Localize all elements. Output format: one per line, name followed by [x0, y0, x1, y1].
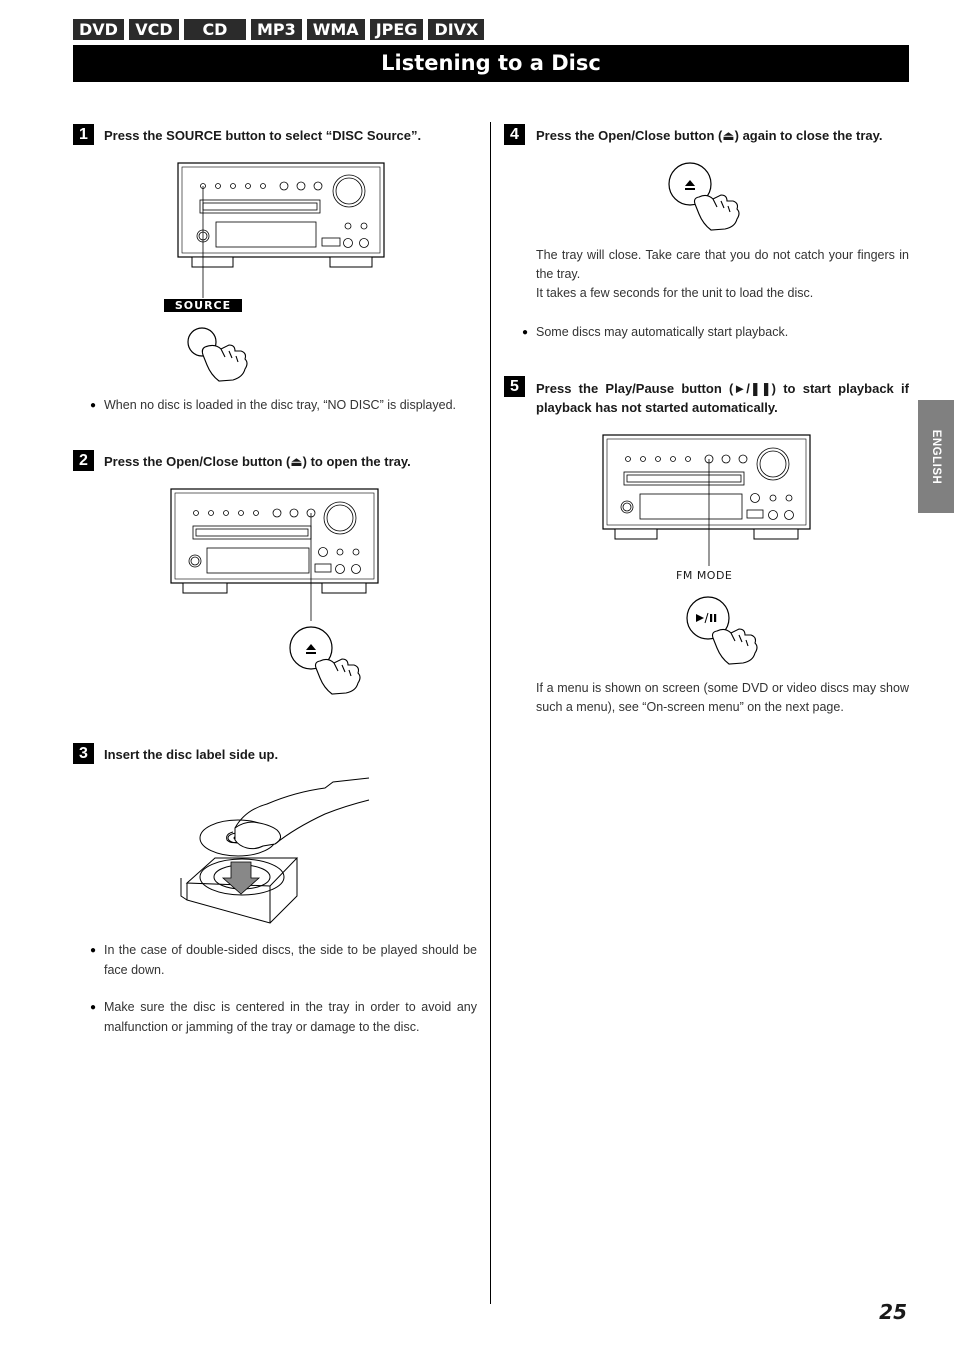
step-1-number: 1 — [73, 124, 94, 145]
hand-press-icon — [201, 344, 248, 382]
eject-button-press-illustration-close — [668, 162, 740, 231]
step-4-text: Press the Open/Close button (⏏) again to… — [536, 128, 883, 143]
step-2-text: Press the Open/Close button (⏏) to open … — [104, 454, 411, 469]
hand-press-icon — [314, 658, 361, 695]
step-5-body: If a menu is shown on screen (some DVD o… — [536, 681, 909, 714]
disc-insertion-illustration — [180, 777, 370, 924]
step-3-note-1-text: In the case of double-sided discs, the s… — [104, 943, 477, 977]
down-arrow-icon — [221, 861, 261, 895]
step-3-text: Insert the disc label side up. — [104, 747, 279, 762]
step-3-note-2-text: Make sure the disc is centered in the tr… — [104, 1000, 477, 1034]
step-4-note-text: Some discs may automatically start playb… — [536, 325, 789, 339]
format-tab-vcd: VCD — [128, 19, 179, 40]
source-button-press-illustration — [187, 327, 248, 382]
step-5-number: 5 — [504, 376, 525, 397]
step-3-number: 3 — [73, 743, 94, 764]
eject-icon — [685, 180, 695, 190]
format-tab-mp3: MP3 — [250, 19, 302, 40]
step-4-number: 4 — [504, 124, 525, 145]
format-tab-cd: CD — [183, 19, 246, 40]
hand-press-icon — [711, 628, 758, 665]
step-1-note: ● When no disc is loaded in the disc tra… — [90, 396, 478, 416]
step-1-note-text: When no disc is loaded in the disc tray,… — [104, 398, 456, 412]
step-1-text: Press the SOURCE button to select “DISC … — [104, 128, 422, 143]
step-5-text: Press the Play/Pause button (►/❚❚) to st… — [536, 381, 909, 415]
step-3-note-1: ● In the case of double-sided discs, the… — [90, 941, 477, 980]
page-number: 25 — [879, 1300, 907, 1324]
format-tab-divx: DIVX — [428, 19, 485, 40]
bullet-dot: ● — [90, 400, 97, 411]
step-4-body-1: The tray will close. Take care that you … — [536, 248, 909, 281]
bullet-dot: ● — [90, 1002, 97, 1013]
fm-mode-label: FM MODE — [676, 569, 733, 582]
format-tabs: DVD VCD CD MP3 WMA JPEG DIVX — [73, 19, 485, 40]
format-tab-dvd: DVD — [73, 19, 124, 40]
step-2-number: 2 — [73, 450, 94, 471]
language-side-tab: ENGLISH — [918, 400, 954, 513]
format-tab-wma: WMA — [306, 19, 365, 40]
language-side-tab-label: ENGLISH — [930, 429, 942, 484]
device-illustration-step5 — [602, 434, 811, 566]
device-illustration-step1 — [177, 162, 385, 298]
bullet-dot: ● — [522, 327, 529, 338]
play-pause-button-press-illustration — [686, 596, 758, 665]
step-3-note-2: ● Make sure the disc is centered in the … — [90, 998, 477, 1037]
device-illustration-step2 — [170, 488, 379, 621]
format-tab-jpeg: JPEG — [369, 19, 424, 40]
step-4-body-2: It takes a few seconds for the unit to l… — [536, 286, 814, 300]
hand-press-icon — [693, 194, 740, 231]
bullet-dot: ● — [90, 945, 97, 956]
eject-icon — [306, 644, 316, 654]
step-4-note: ● Some discs may automatically start pla… — [522, 323, 909, 343]
play-pause-icon — [696, 612, 717, 624]
page-title: Listening to a Disc — [73, 45, 909, 82]
eject-button-press-illustration-open — [289, 626, 361, 695]
source-label: SOURCE — [164, 299, 242, 312]
column-divider — [490, 122, 491, 1304]
